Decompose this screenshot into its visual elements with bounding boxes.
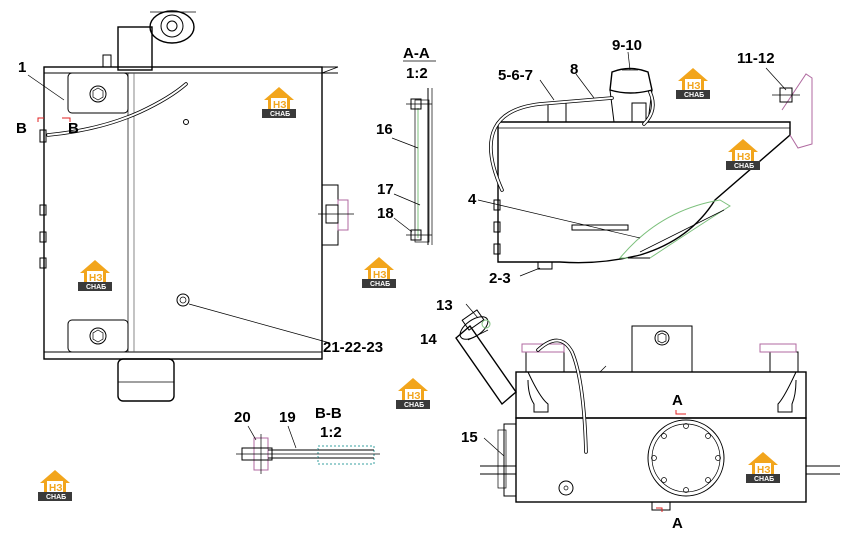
- svg-text:НЗ: НЗ: [273, 100, 287, 111]
- callout-20: 20: [234, 409, 251, 426]
- watermark-logo: НЗ СНАБ: [726, 139, 760, 170]
- svg-text:НЗ: НЗ: [407, 391, 421, 402]
- section-labels: B B A A A-A 1:2 B-B 1:2: [16, 45, 683, 532]
- watermark-logos: НЗ СНАБ НЗ СНАБ НЗ СНАБ НЗ СНАБ НЗ СНАБ …: [38, 68, 780, 501]
- callout-19: 19: [279, 409, 296, 426]
- watermark-logo: НЗ СНАБ: [676, 68, 710, 99]
- watermark-logo: НЗ СНАБ: [38, 470, 72, 501]
- callout-8: 8: [570, 61, 578, 78]
- callout-17: 17: [377, 181, 394, 198]
- watermark-logo: НЗ СНАБ: [262, 87, 296, 118]
- svg-text:СНАБ: СНАБ: [270, 111, 290, 118]
- section-mark-b-right: B: [68, 120, 79, 137]
- callout-2-3: 2-3: [489, 270, 511, 287]
- svg-text:НЗ: НЗ: [49, 483, 63, 494]
- front-view: [27, 10, 354, 402]
- watermark-logo: НЗ СНАБ: [362, 257, 396, 288]
- svg-text:НЗ: НЗ: [373, 270, 387, 281]
- callout-11-12: 11-12: [737, 50, 775, 67]
- section-bb-view: [236, 425, 380, 474]
- svg-text:НЗ: НЗ: [737, 152, 751, 163]
- section-aa-scale: 1:2: [406, 65, 428, 82]
- callout-13: 13: [436, 297, 453, 314]
- svg-text:НЗ: НЗ: [757, 465, 771, 476]
- callout-9-10: 9-10: [612, 37, 642, 54]
- section-bb-title: B-B: [315, 405, 342, 422]
- svg-text:СНАБ: СНАБ: [46, 494, 66, 501]
- side-view: [477, 51, 813, 277]
- section-mark-a-top: A: [672, 392, 683, 409]
- callout-labels: 1 2-3 4 5-6-7 8 9-10 11-12 13 14 15 16 1…: [18, 37, 775, 446]
- svg-text:СНАБ: СНАБ: [370, 281, 390, 288]
- watermark-logo: НЗ СНАБ: [746, 452, 780, 483]
- section-mark-a-bottom: A: [672, 515, 683, 532]
- svg-text:НЗ: НЗ: [687, 81, 701, 92]
- section-aa-title: A-A: [403, 45, 430, 62]
- watermark-logo: НЗ СНАБ: [396, 378, 430, 409]
- callout-15: 15: [461, 429, 478, 446]
- callout-18: 18: [377, 205, 394, 222]
- svg-text:СНАБ: СНАБ: [684, 92, 704, 99]
- section-bb-scale: 1:2: [320, 424, 342, 441]
- svg-text:СНАБ: СНАБ: [734, 163, 754, 170]
- section-mark-b-left: B: [16, 120, 27, 137]
- callout-21-22-23: 21-22-23: [323, 339, 383, 356]
- svg-text:СНАБ: СНАБ: [404, 402, 424, 409]
- callout-16: 16: [376, 121, 393, 138]
- callout-5-6-7: 5-6-7: [498, 67, 533, 84]
- svg-text:НЗ: НЗ: [89, 273, 103, 284]
- section-aa-view: [391, 88, 433, 245]
- top-view: [455, 303, 840, 512]
- callout-14: 14: [420, 331, 437, 348]
- watermark-logo: НЗ СНАБ: [78, 260, 112, 291]
- callout-4: 4: [468, 191, 477, 208]
- svg-text:СНАБ: СНАБ: [754, 476, 774, 483]
- svg-text:СНАБ: СНАБ: [86, 284, 106, 291]
- callout-1: 1: [18, 59, 26, 76]
